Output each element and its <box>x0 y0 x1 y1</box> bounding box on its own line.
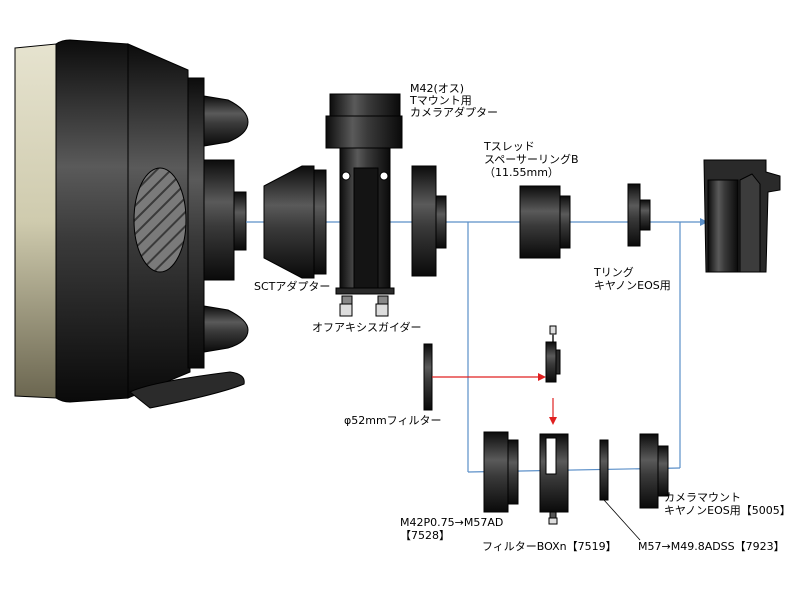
label-t-thread-3: （11.55mm） <box>484 166 559 179</box>
camera-mount-canon-eos <box>639 433 669 509</box>
t-thread-spacer-ring <box>519 185 571 259</box>
filter-box-n <box>539 433 569 525</box>
corrector-plate-icon <box>133 167 187 273</box>
label-t-ring-1: Tリング <box>593 265 634 279</box>
label-t-thread-1: Tスレッド <box>483 140 535 153</box>
label-m42p-m57-1: M42P0.75→M57AD <box>400 516 503 529</box>
label-m57-adapter: M57→M49.8ADSS【7923】 <box>638 540 785 553</box>
label-filter-52mm: φ52mmフィルター <box>344 414 441 427</box>
m42p-m57-adapter <box>483 431 519 513</box>
label-camera-mount-2: キヤノンEOS用【5005】 <box>664 504 791 517</box>
label-t-thread-2: スペーサーリングB <box>484 152 579 166</box>
optical-path-arrowhead <box>700 218 708 226</box>
filter-52mm <box>423 343 433 411</box>
filter-arrow-down-head <box>549 417 557 425</box>
m57-leader-line <box>603 499 641 541</box>
label-m42p-m57-2: 【7528】 <box>400 529 450 542</box>
telescope-body <box>14 39 249 409</box>
label-m42-adapter-2: Tマウント用 <box>409 94 472 107</box>
label-m42-adapter-1: M42(オス) <box>410 82 464 95</box>
off-axis-guider <box>325 93 403 317</box>
m57-m49-adapter <box>599 439 609 501</box>
label-sct-adapter: SCTアダプター <box>254 279 330 293</box>
label-m42-adapter-3: カメラアダプター <box>410 105 498 119</box>
label-t-ring-2: キヤノンEOS用 <box>594 279 671 292</box>
m42-camera-adapter <box>411 165 447 277</box>
t-ring-canon-eos <box>627 183 651 247</box>
label-camera-mount-1: カメラマウント <box>664 491 741 504</box>
label-off-axis-guider: オフアキシスガイダー <box>312 320 422 334</box>
sct-adapter <box>263 165 327 279</box>
camera-body-icon <box>703 159 781 273</box>
label-filter-box: フィルターBOXn【7519】 <box>482 540 617 553</box>
filter-arrow-right-head <box>538 373 546 381</box>
filter-holder-top <box>545 325 561 383</box>
